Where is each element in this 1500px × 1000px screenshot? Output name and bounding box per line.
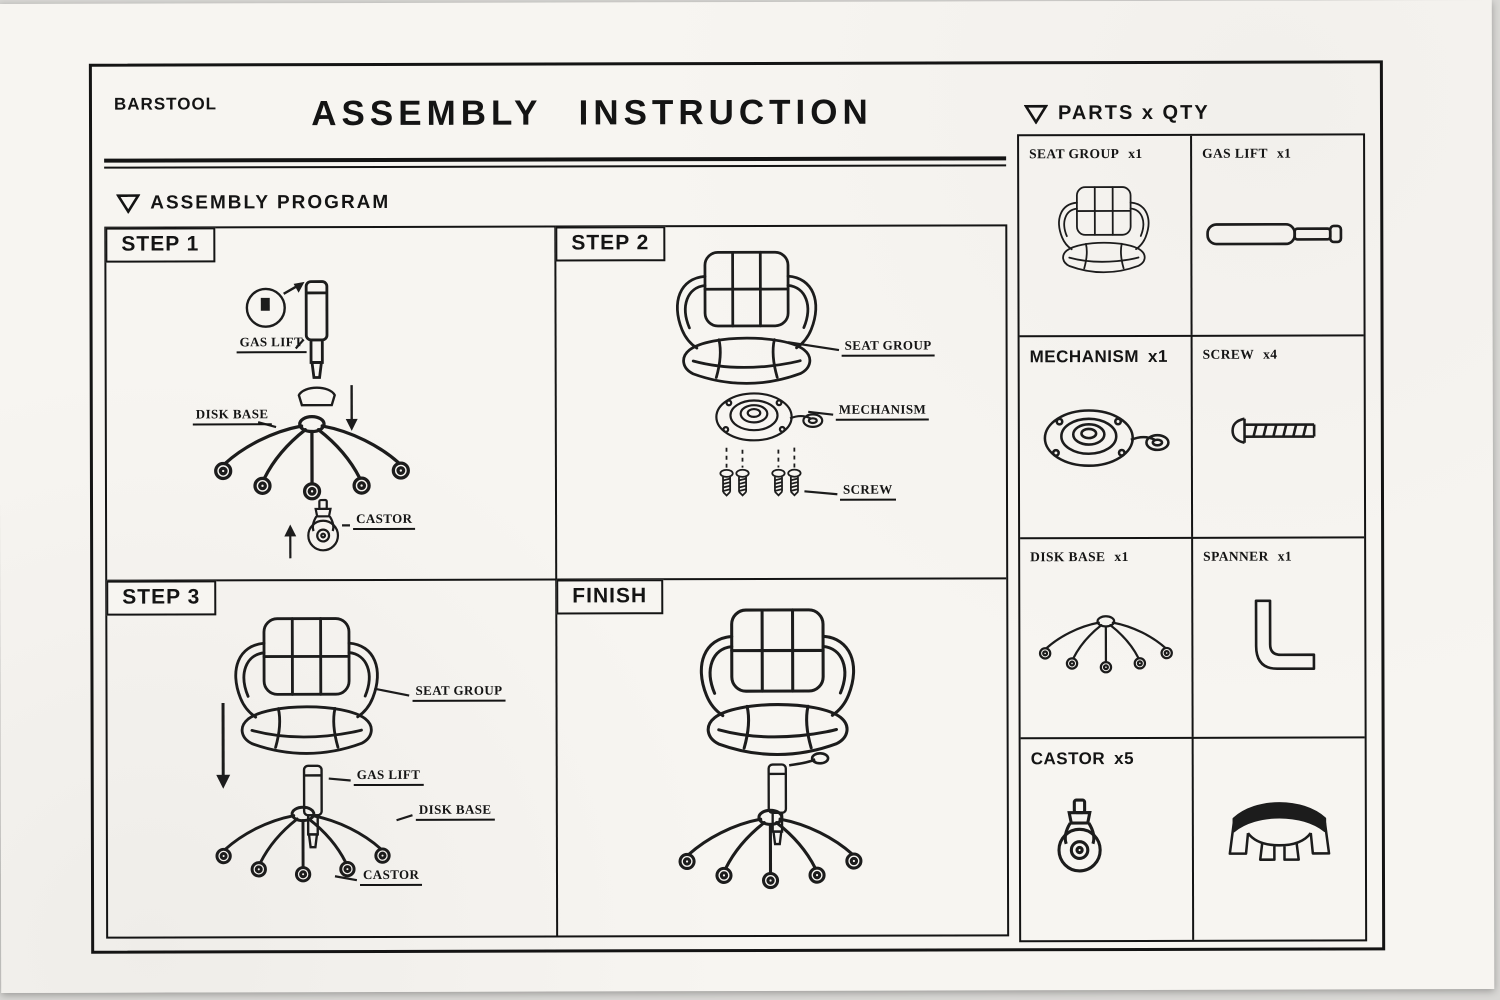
step-1-panel: STEP 1 [105,227,558,582]
triangle-icon [1023,104,1049,124]
parts-qty-grid: SEAT GROUP x1 GAS LIFT x1 [1017,133,1368,943]
step-3-label: STEP 3 [106,580,217,616]
part-label: SEAT GROUP x1 [1029,146,1143,162]
part-cell-screw: SCREW x4 [1190,334,1365,537]
title-divider-thick [104,156,1007,163]
callout-disk-base: DISK BASE [192,406,272,426]
page-title: ASSEMBLY INSTRUCTION [311,92,873,134]
part-label: DISK BASE x1 [1030,549,1129,565]
part-name: SPANNER [1203,548,1269,564]
part-cell-castor: CASTOR x5 [1020,736,1193,941]
product-name: BARSTOOL [113,94,218,114]
step-1-illustration [213,280,411,559]
spanner-drawing [1254,599,1316,671]
triangle-icon [116,194,141,214]
part-qty: x1 [1276,145,1292,161]
part-qty: x1 [1128,145,1143,161]
part-label: SPANNER x1 [1203,549,1292,565]
part-cell-cover [1191,736,1366,940]
part-qty: x4 [1263,346,1278,362]
step-2-label: STEP 2 [555,226,666,262]
finish-panel: FINISH [556,579,1007,935]
part-cell-spanner: SPANNER x1 [1191,536,1365,737]
part-name: SCREW [1202,346,1255,362]
part-qty: x1 [1147,346,1168,366]
part-label: MECHANISM x1 [1030,347,1168,367]
callout-screw: SCREW [839,481,896,501]
part-label: GAS LIFT x1 [1202,146,1291,162]
assembly-program-heading: ASSEMBLY PROGRAM [116,192,390,215]
callout-seat-group: SEAT GROUP [412,682,506,702]
disk-base-drawing [1038,614,1174,674]
part-name: SEAT GROUP [1029,146,1120,162]
part-cell-seat-group: SEAT GROUP x1 [1019,136,1191,335]
assembly-program-heading-label: ASSEMBLY PROGRAM [150,191,391,214]
step-3-illustration [215,617,413,883]
callout-castor: CASTOR [359,866,423,887]
screw-drawing [1231,417,1316,445]
step-3-panel: STEP 3 [106,580,559,937]
callout-gas-lift: GAS LIFT [236,334,307,354]
parts-qty-heading-label: PARTS x QTY [1057,101,1210,125]
callout-gas-lift: GAS LIFT [353,766,424,787]
callout-mechanism: MECHANISM [835,401,930,421]
title-divider-thin [104,164,1007,169]
finish-illustration [678,608,863,890]
callout-seat-group: SEAT GROUP [841,337,935,357]
part-qty: x1 [1277,548,1293,564]
part-name: CASTOR [1030,749,1106,769]
gas-lift-drawing [1206,222,1343,246]
step-1-label: STEP 1 [105,227,216,263]
step-2-panel: STEP 2 [555,226,1007,581]
step-2-illustration [675,250,840,497]
part-qty: x1 [1114,548,1129,565]
part-cell-gas-lift: GAS LIFT x1 [1190,135,1364,335]
part-cell-mechanism: MECHANISM x1 [1019,334,1192,538]
cover-drawing [1228,801,1331,862]
callout-castor: CASTOR [353,510,416,531]
part-name: MECHANISM [1029,346,1140,367]
assembly-steps-grid: STEP 1 [104,224,1010,939]
seat-group-drawing [1058,186,1150,274]
part-qty: x5 [1114,748,1135,769]
parts-qty-heading: PARTS x QTY [1023,101,1210,125]
part-name: GAS LIFT [1202,145,1268,161]
instruction-frame: BARSTOOL ASSEMBLY INSTRUCTION ASSEMBLY P… [88,60,1386,954]
callout-disk-base: DISK BASE [415,801,495,821]
part-label: CASTOR x5 [1031,749,1134,769]
part-label: SCREW x4 [1203,347,1278,363]
part-cell-disk-base: DISK BASE x1 [1020,536,1192,738]
part-name: DISK BASE [1030,549,1106,565]
finish-label: FINISH [556,579,664,615]
